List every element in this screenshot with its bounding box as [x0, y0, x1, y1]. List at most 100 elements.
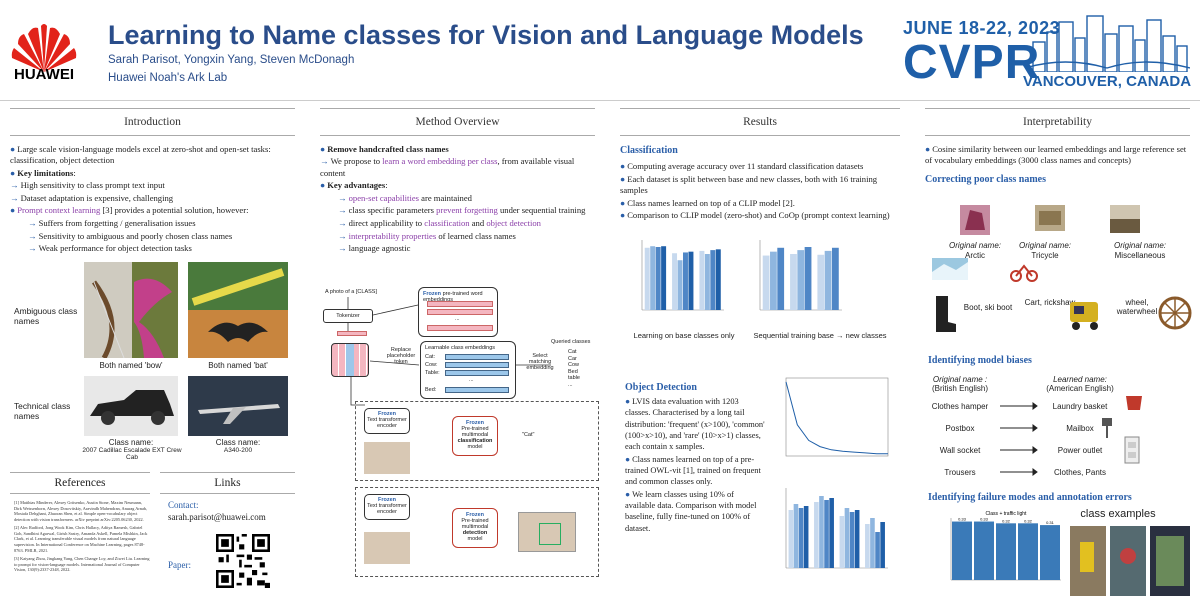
- diag-tokens: [337, 331, 367, 336]
- plot-frame: [785, 377, 889, 457]
- diag-prompt: A photo of a [CLASS]: [325, 289, 377, 295]
- chart-bar: [952, 521, 972, 580]
- chart-bar: [880, 522, 885, 568]
- poster-header: HUAWEI Learning to Name classes for Visi…: [0, 0, 1200, 100]
- method-adv-3: →direct applicability to classification …: [338, 218, 541, 229]
- chart-bar: [865, 524, 870, 568]
- classification-title: Classification: [620, 144, 678, 156]
- chart-bar: [777, 247, 785, 310]
- chart-bar: [790, 254, 797, 310]
- method-adv-4: →interpretability properties of learned …: [338, 230, 516, 241]
- chart-bar: [870, 518, 875, 568]
- bias-orig-4: Trousers: [944, 468, 976, 477]
- reference-2: [2] Alec Radford, Jong Wook Kim, Chris H…: [14, 525, 148, 553]
- chart-bar: [824, 250, 832, 310]
- base-classes-chart: [641, 240, 724, 311]
- diag-learnable-box: Learnable class embeddings Cat: Cow: Tab…: [420, 341, 516, 399]
- diag-tokenizer: Tokenizer: [323, 309, 373, 323]
- results-point-3: ●Class names learned on top of a CLIP mo…: [620, 197, 795, 208]
- interpretability-column: Interpretability ●Cosine similarity betw…: [925, 108, 1190, 603]
- contact-label: Contact:: [168, 500, 199, 510]
- learned-label: Learned name:: [1053, 375, 1107, 384]
- chart-bar: [683, 252, 688, 310]
- chart-bar: [839, 516, 845, 568]
- tricycle-orig-label: Original name:: [1018, 241, 1072, 250]
- lvis-results-chart: [785, 488, 888, 569]
- intro-sub-3: →Weak performance for object detection t…: [28, 243, 192, 254]
- diag-replace: Replace placeholder token: [386, 347, 416, 365]
- boot-name: Boot, ski boot: [963, 303, 1013, 312]
- intro-limitation-2: →Dataset adaptation is expensive, challe…: [10, 192, 174, 203]
- results-title: Results: [620, 108, 900, 136]
- paper-qr-code-icon[interactable]: [216, 534, 270, 588]
- results-point-2: ●Each dataset is split between base and …: [620, 173, 878, 196]
- chart-bar: [655, 247, 661, 310]
- contact-email[interactable]: sarah.parisot@huawei.com: [168, 512, 266, 522]
- bias-learned-3: Power outlet: [1057, 446, 1103, 455]
- sequential-caption: Sequential training base → new classes: [753, 331, 887, 340]
- class-examples-label: class examples: [1080, 508, 1156, 520]
- mailbox-icon: [1102, 418, 1112, 438]
- chart-bar: [844, 508, 850, 568]
- british-label: (British English): [931, 384, 988, 393]
- bias-arrows: [1000, 402, 1038, 476]
- bar-value-label: 0.32: [1024, 518, 1033, 523]
- sequential-training-chart: [759, 240, 842, 311]
- diag-token-matrix: [331, 343, 369, 377]
- chart-bar: [824, 500, 829, 568]
- car-class-label: Class name:: [108, 438, 154, 447]
- introduction-column: Introduction ●Large scale vision-languag…: [10, 108, 295, 603]
- method-column: Method Overview ●Remove handcrafted clas…: [320, 108, 595, 603]
- chart-bar: [849, 512, 855, 568]
- chart-bar: [831, 247, 839, 310]
- diag-select: Select matching embedding: [526, 353, 554, 371]
- chart-title: Class + traffic light: [986, 511, 1028, 517]
- method-remove: ●Remove handcrafted class names: [320, 143, 449, 154]
- method-adv-2: →class specific parameters prevent forge…: [338, 205, 586, 216]
- power-outlet-icon: [1124, 436, 1140, 464]
- correcting-title: Correcting poor class names: [925, 173, 1047, 185]
- chart-bar: [829, 498, 834, 568]
- reference-1: [1] Matthias Minderer, Alexey Gritsenko,…: [14, 500, 148, 522]
- chart-bar: [974, 521, 994, 580]
- results-point-4: ●Comparison to CLIP model (zero-shot) an…: [620, 210, 890, 221]
- chart-bar: [814, 502, 819, 568]
- header-divider: [0, 100, 1200, 101]
- bar-value-label: 0.33: [980, 517, 989, 522]
- tricycle-name: Tricycle: [1031, 251, 1059, 260]
- arctic-image: [960, 205, 990, 235]
- intro-key-limitations: ●Key limitations:: [10, 167, 76, 178]
- chart-bar: [996, 523, 1016, 580]
- interpretability-title: Interpretability: [925, 108, 1190, 136]
- chart-bar: [798, 508, 804, 568]
- misc-name: Miscellaneous: [1114, 251, 1166, 260]
- intro-sub-1: →Suffers from forgetting / generalisatio…: [28, 218, 196, 229]
- bias-learned-1: Laundry basket: [1052, 402, 1108, 411]
- chart-bar: [677, 260, 683, 310]
- od-point-1: ●LVIS data evaluation with 1203 classes.…: [625, 397, 765, 452]
- chart-bar: [715, 249, 721, 310]
- poster-title: Learning to Name classes for Vision and …: [108, 20, 864, 50]
- tricycle-orig-image: [1035, 205, 1065, 231]
- chart-bar: [770, 251, 777, 310]
- bias-learned-2: Mailbox: [1066, 424, 1094, 433]
- wheel-name: wheel, waterwheel: [1116, 298, 1158, 316]
- chart-bar: [699, 250, 705, 310]
- diag-word-embeddings-box: Frozen pre-trained word embeddings ...: [418, 287, 498, 337]
- base-classes-caption: Learning on base classes only: [633, 331, 735, 340]
- object-detection-title: Object Detection: [625, 382, 697, 393]
- method-adv-1: →open-set capabilities are maintained: [338, 192, 472, 203]
- bar-value-label: 0.33: [958, 517, 967, 522]
- american-label: (American English): [1046, 384, 1114, 393]
- introduction-title: Introduction: [10, 108, 295, 136]
- plane-image: [188, 376, 288, 436]
- misc-orig-label: Original name:: [1113, 241, 1167, 250]
- huawei-logo-text: HUAWEI: [14, 66, 74, 83]
- bat-image: [188, 262, 288, 358]
- method-title: Method Overview: [320, 108, 595, 136]
- bat-caption: Both named 'bat': [208, 361, 268, 370]
- misc-orig-image: [1110, 205, 1140, 233]
- car-image: [84, 376, 178, 436]
